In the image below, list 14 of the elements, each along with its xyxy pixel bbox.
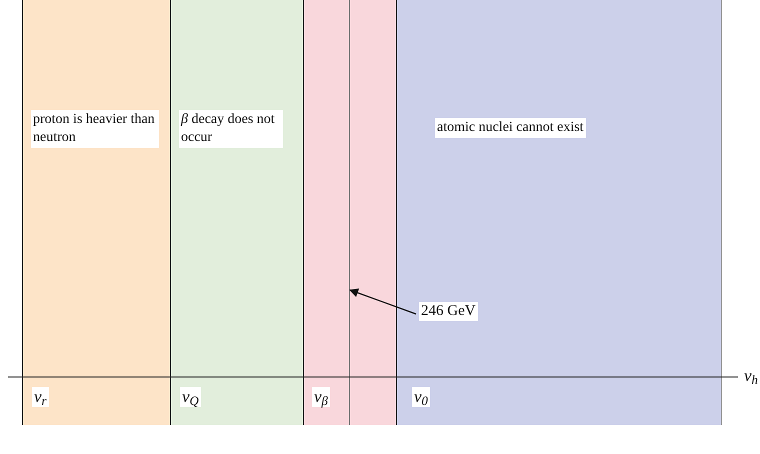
leader-arrow bbox=[349, 288, 416, 315]
region-band bbox=[396, 0, 722, 425]
region-label: proton is heavier than neutron bbox=[31, 110, 159, 148]
region-band bbox=[22, 0, 170, 425]
axis-value-label: v$_{r}$ bbox=[32, 387, 49, 407]
region-band bbox=[170, 0, 303, 425]
value-label: 246 GeV bbox=[419, 302, 478, 321]
axis-value-label: v$_{Q}$ bbox=[180, 387, 201, 407]
region-label: β decay does not occur bbox=[179, 110, 283, 148]
axis-value-label: v$_{β}$ bbox=[312, 387, 330, 407]
axis-value-label: v$_{h}$ bbox=[743, 366, 759, 386]
region-band bbox=[303, 0, 396, 425]
axis-value-label: v$_{0}$ bbox=[412, 387, 430, 407]
region-label: atomic nuclei cannot exist bbox=[435, 118, 586, 138]
